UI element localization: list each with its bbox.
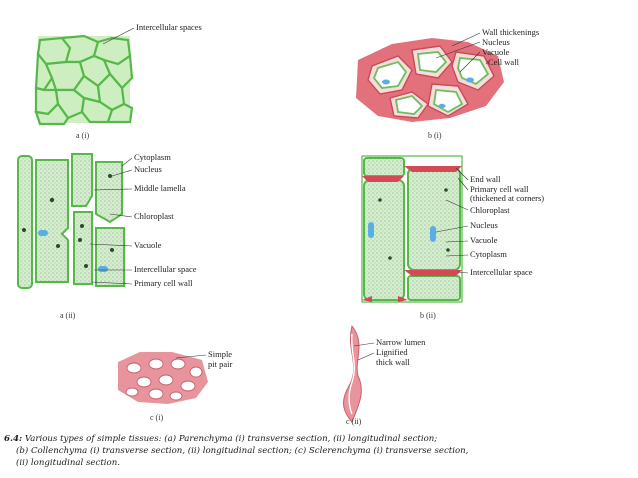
label-end-wall: End wall xyxy=(470,174,501,184)
sclerenchyma-longitudinal-section xyxy=(343,324,362,423)
label-lignified: Lignified xyxy=(376,347,408,357)
caption-c-ii: c (ii) xyxy=(346,417,362,426)
label-simple: Simple xyxy=(208,349,232,359)
label-wall-thickenings: Wall thickenings xyxy=(482,27,539,37)
figure-number: 6.4: xyxy=(4,434,23,444)
collenchyma-transverse-section xyxy=(356,38,504,122)
sclerenchyma-transverse-section xyxy=(118,352,208,404)
label-thickened-at-corners: (thickened at corners) xyxy=(470,193,544,203)
label-nucleus-bii: Nucleus xyxy=(470,220,498,230)
label-vacuole-aii: Vacuole xyxy=(134,240,162,250)
label-nucleus-bi: Nucleus xyxy=(482,37,510,47)
figure-caption: 6.4: Various types of simple tissues: (a… xyxy=(4,433,632,469)
label-cell-wall: Cell wall xyxy=(488,57,520,67)
parenchyma-transverse-section xyxy=(34,34,134,126)
caption-a-ii: a (ii) xyxy=(60,311,76,320)
caption-b-ii: b (ii) xyxy=(420,311,436,320)
label-vacuole-bi: Vacuole xyxy=(482,47,510,57)
label-primary-cell-wall-aii: Primary cell wall xyxy=(134,278,193,288)
label-intercellular-spaces: Intercellular spaces xyxy=(136,22,202,32)
caption-line-1: 6.4: Various types of simple tissues: (a… xyxy=(4,433,632,445)
caption-b-i: b (i) xyxy=(428,131,442,140)
label-chloroplast-bii: Chloroplast xyxy=(470,205,510,215)
caption-c-i: c (i) xyxy=(150,413,163,422)
label-intercellular-space-bii: Intercellular space xyxy=(470,267,533,277)
caption-line-3: (ii) longitudinal section. xyxy=(16,458,120,468)
label-cytoplasm-aii: Cytoplasm xyxy=(134,152,171,162)
collenchyma-longitudinal-section xyxy=(361,155,463,303)
nucleus-shape xyxy=(382,79,390,85)
caption-line-2: (b) Collenchyma (i) transverse section, … xyxy=(16,446,469,456)
label-nucleus-aii: Nucleus xyxy=(134,164,162,174)
label-cytoplasm-bii: Cytoplasm xyxy=(470,249,507,259)
label-thick-wall: thick wall xyxy=(376,357,410,367)
label-narrow-lumen: Narrow lumen xyxy=(376,337,426,347)
label-intercellular-space-aii: Intercellular space xyxy=(134,264,197,274)
caption-text-1: Various types of simple tissues: (a) Par… xyxy=(24,434,438,444)
label-primary-cell-wall-bii: Primary cell wall xyxy=(470,184,529,194)
label-vacuole-bii: Vacuole xyxy=(470,235,498,245)
label-middle-lamella: Middle lamella xyxy=(134,183,186,193)
parenchyma-longitudinal-section xyxy=(17,153,125,289)
caption-a-i: a (i) xyxy=(76,131,89,140)
leader-intercellular-spaces xyxy=(102,27,135,45)
label-pit-pair: pit pair xyxy=(208,359,232,369)
label-chloroplast-aii: Chloroplast xyxy=(134,211,174,221)
